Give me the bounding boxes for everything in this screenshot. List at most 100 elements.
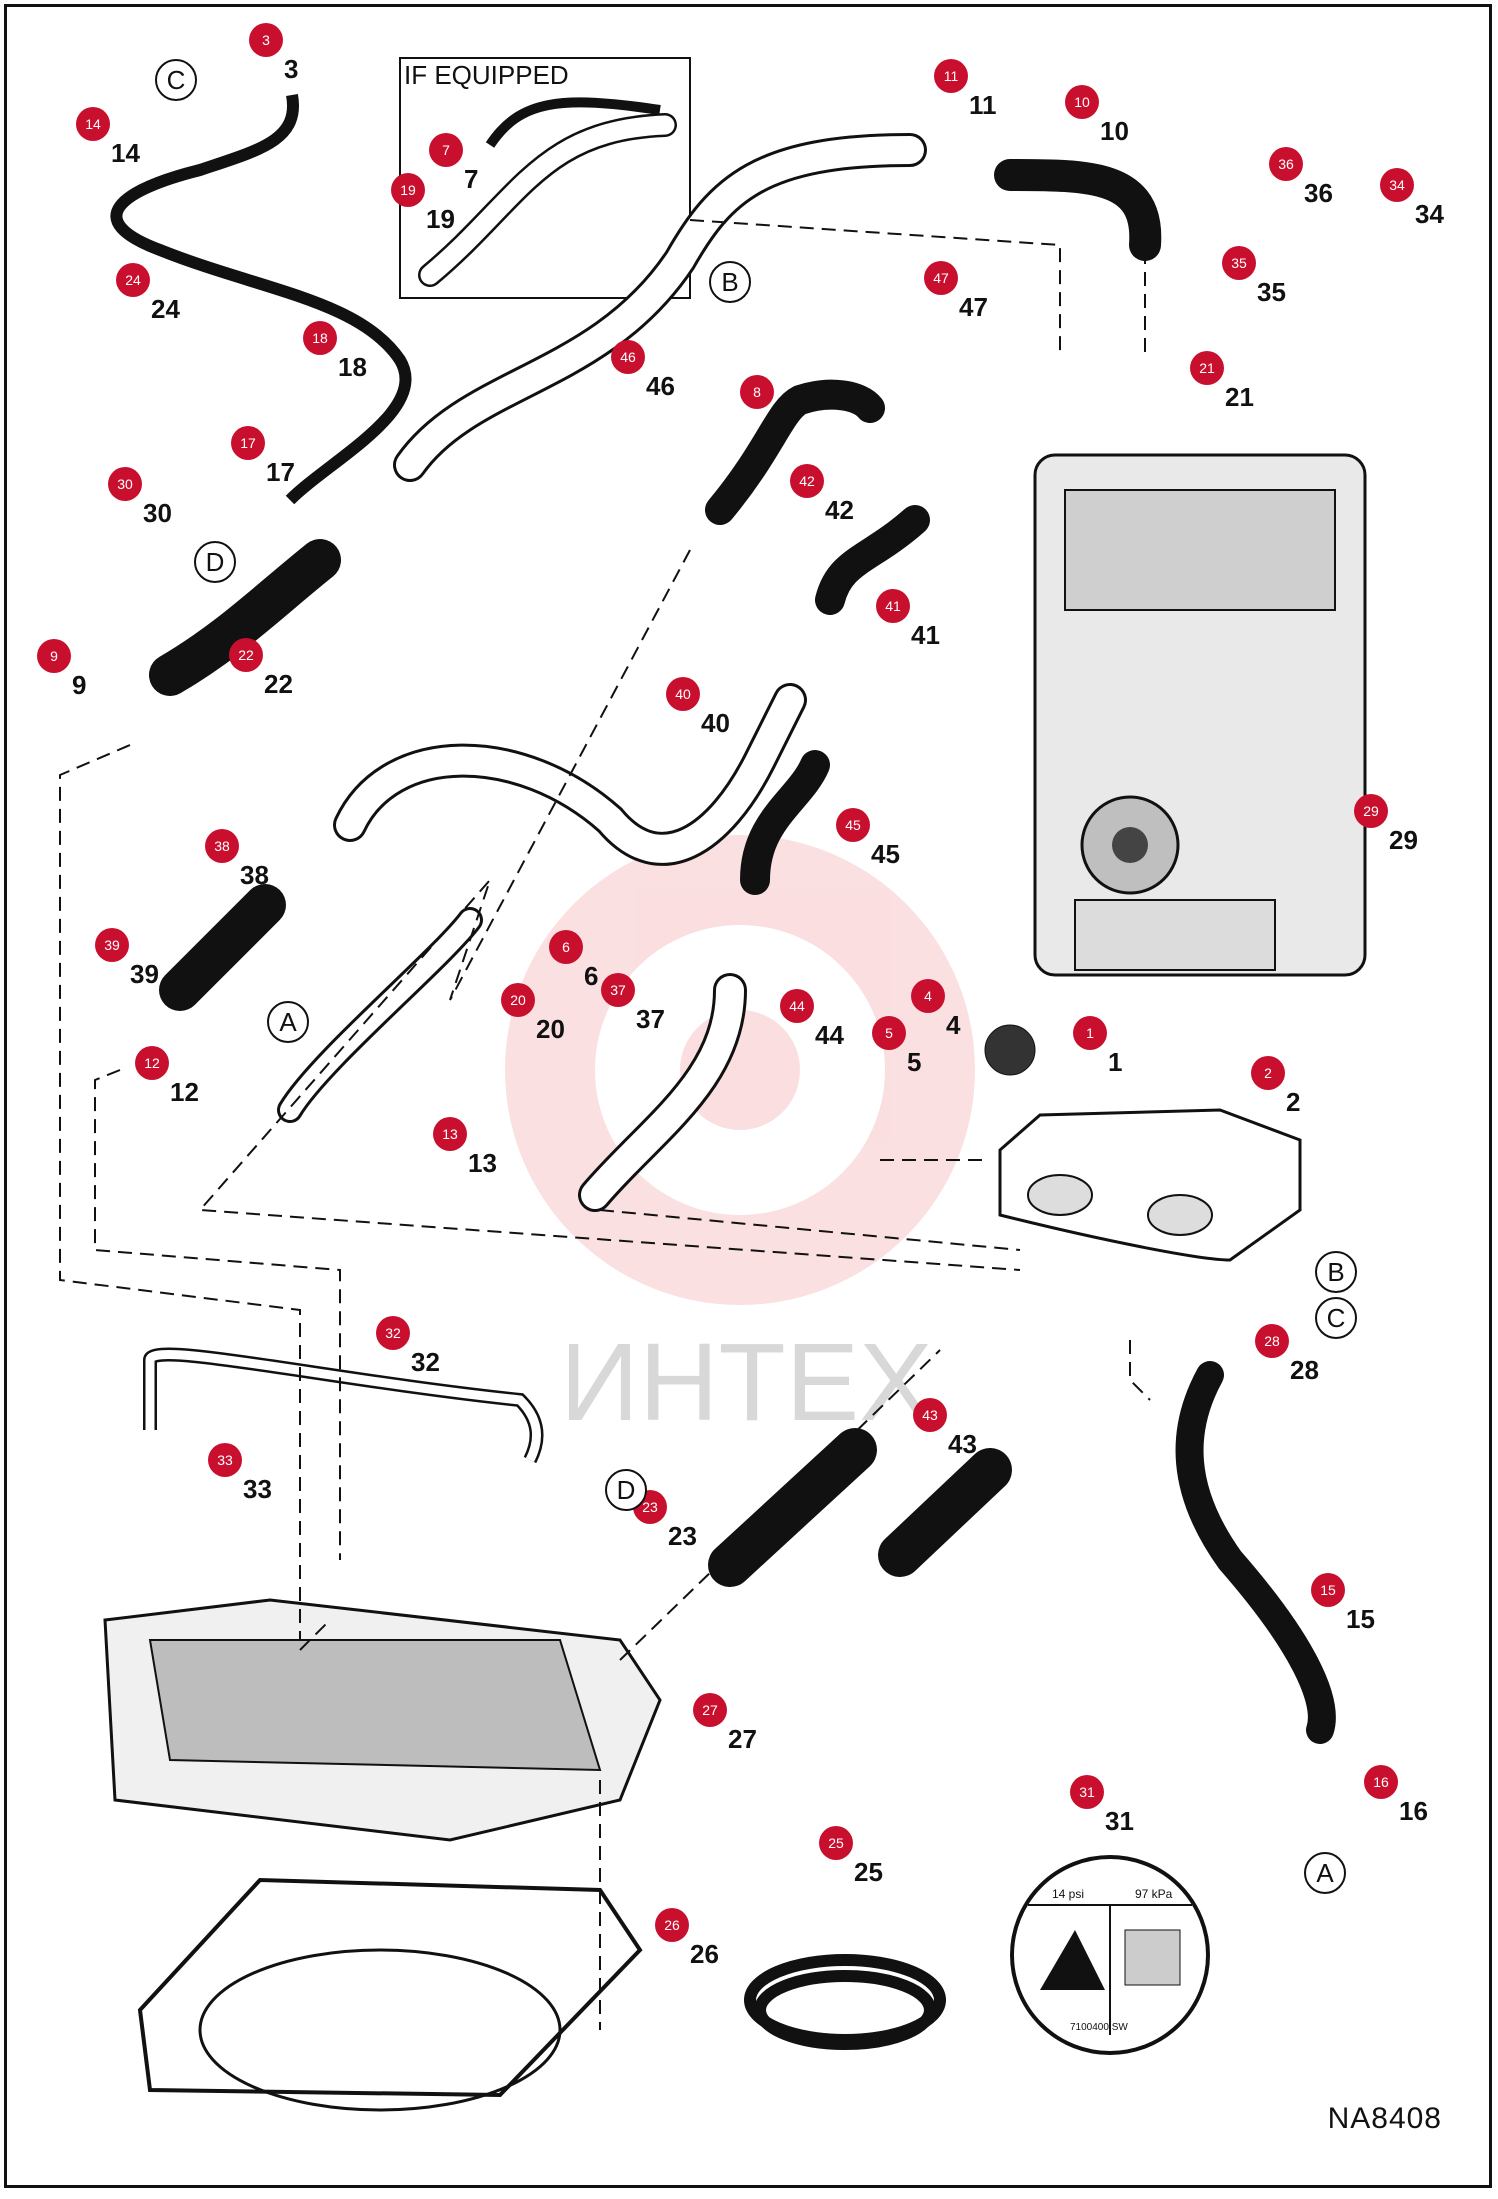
callout-10-label: 10 <box>1074 94 1090 110</box>
callout-32-label: 32 <box>385 1325 401 1341</box>
part-number-16: 16 <box>1399 1796 1428 1826</box>
engine-29 <box>1033 453 1367 977</box>
callout-40-label: 40 <box>675 686 691 702</box>
part-number-37: 37 <box>636 1004 665 1034</box>
callout-8: 88 <box>740 375 789 436</box>
callout-37-label: 37 <box>610 982 626 998</box>
connector-D: D <box>194 541 236 583</box>
callout-34-label: 34 <box>1389 177 1405 193</box>
part-number-12: 12 <box>170 1077 199 1107</box>
callout-5: 55 <box>872 1016 921 1077</box>
callout-25-label: 25 <box>828 1835 844 1851</box>
decal-31: 14 psi 97 kPa 7100400 SW <box>1010 1855 1210 2055</box>
part-number-26: 26 <box>690 1939 719 1969</box>
connector-C: C <box>155 59 197 101</box>
callout-19-label: 19 <box>400 182 416 198</box>
callout-38: 38 38 <box>205 829 269 890</box>
part-number-45: 45 <box>871 839 900 869</box>
part-number-25: 25 <box>854 1857 883 1887</box>
part-number-27: 27 <box>728 1724 757 1754</box>
part-number-42: 42 <box>825 495 854 525</box>
part-number-9: 9 <box>72 670 86 700</box>
part-number-4: 4 <box>946 1010 961 1040</box>
callout-13-label: 13 <box>442 1126 458 1142</box>
part-number-13: 13 <box>468 1148 497 1178</box>
watermark-text: ИНТЕХ <box>560 1321 932 1444</box>
part-number-8: 8 <box>775 406 789 436</box>
expansion-tank-2 <box>984 1024 1302 1262</box>
callout-30-label: 30 <box>117 476 133 492</box>
callout-35: 35 35 <box>1222 246 1286 307</box>
connection-lines <box>59 219 1151 2030</box>
callout-42-label: 42 <box>799 473 815 489</box>
callout-41-label: 41 <box>885 598 901 614</box>
part-number-14: 14 <box>111 138 140 168</box>
part-number-40: 40 <box>701 708 730 738</box>
part-number-34: 34 <box>1415 199 1444 229</box>
connector-A: A <box>1304 1852 1346 1894</box>
svg-text:A: A <box>279 1007 297 1037</box>
decal-pressure-psi: 14 psi <box>1052 1887 1084 1901</box>
callout-18-label: 18 <box>312 330 328 346</box>
part-number-41: 41 <box>911 620 940 650</box>
callout-42: 42 42 <box>790 464 854 525</box>
part-number-2: 2 <box>1286 1087 1300 1117</box>
part-number-47: 47 <box>959 292 988 322</box>
callout-39-label: 39 <box>104 937 120 953</box>
callout-7-label: 7 <box>442 142 450 158</box>
part-number-10: 10 <box>1100 116 1129 146</box>
callout-9-label: 9 <box>50 648 58 664</box>
svg-text:A: A <box>1316 1858 1334 1888</box>
part-number-36: 36 <box>1304 178 1333 208</box>
callout-35-label: 35 <box>1231 255 1247 271</box>
part-number-33: 33 <box>243 1474 272 1504</box>
callout-2-label: 2 <box>1264 1065 1272 1081</box>
callout-4-label: 4 <box>924 988 932 1004</box>
callout-10: 10 10 <box>1065 85 1129 146</box>
callout-34: 34 34 <box>1380 168 1444 229</box>
part-number-20: 20 <box>536 1014 565 1044</box>
decal-pressure-kpa: 97 kPa <box>1135 1887 1173 1901</box>
part-number-7: 7 <box>464 164 478 194</box>
part-number-22: 22 <box>264 669 293 699</box>
diagram-frame <box>4 4 1492 2188</box>
callout-3-label: 3 <box>262 32 270 48</box>
callout-20-label: 20 <box>510 992 526 1008</box>
diagram-code: NA8408 <box>1327 2102 1442 2135</box>
callout-47-label: 47 <box>933 270 949 286</box>
part-number-35: 35 <box>1257 277 1286 307</box>
callout-9: 99 <box>37 639 86 700</box>
callout-4: 44 <box>911 979 961 1040</box>
hose-22-bottom <box>708 1428 877 1587</box>
hose-45 <box>740 750 830 895</box>
part-number-11: 11 <box>969 90 997 120</box>
hose-41 <box>815 505 930 615</box>
callout-1: 11 <box>1073 1016 1122 1077</box>
part-number-29: 29 <box>1389 825 1418 855</box>
callout-23-label: 23 <box>642 1499 658 1515</box>
callout-7: 77 <box>429 133 478 194</box>
callout-13: 13 13 <box>433 1117 497 1178</box>
callout-17-label: 17 <box>240 435 256 451</box>
hose-43 <box>878 1448 1012 1577</box>
hose-15 <box>1175 1361 1336 1744</box>
connector-B: B <box>709 261 751 303</box>
callout-15-label: 15 <box>1320 1582 1336 1598</box>
part-number-38: 38 <box>240 860 269 890</box>
callout-38-label: 38 <box>214 838 230 854</box>
hose-38 <box>159 884 286 1011</box>
